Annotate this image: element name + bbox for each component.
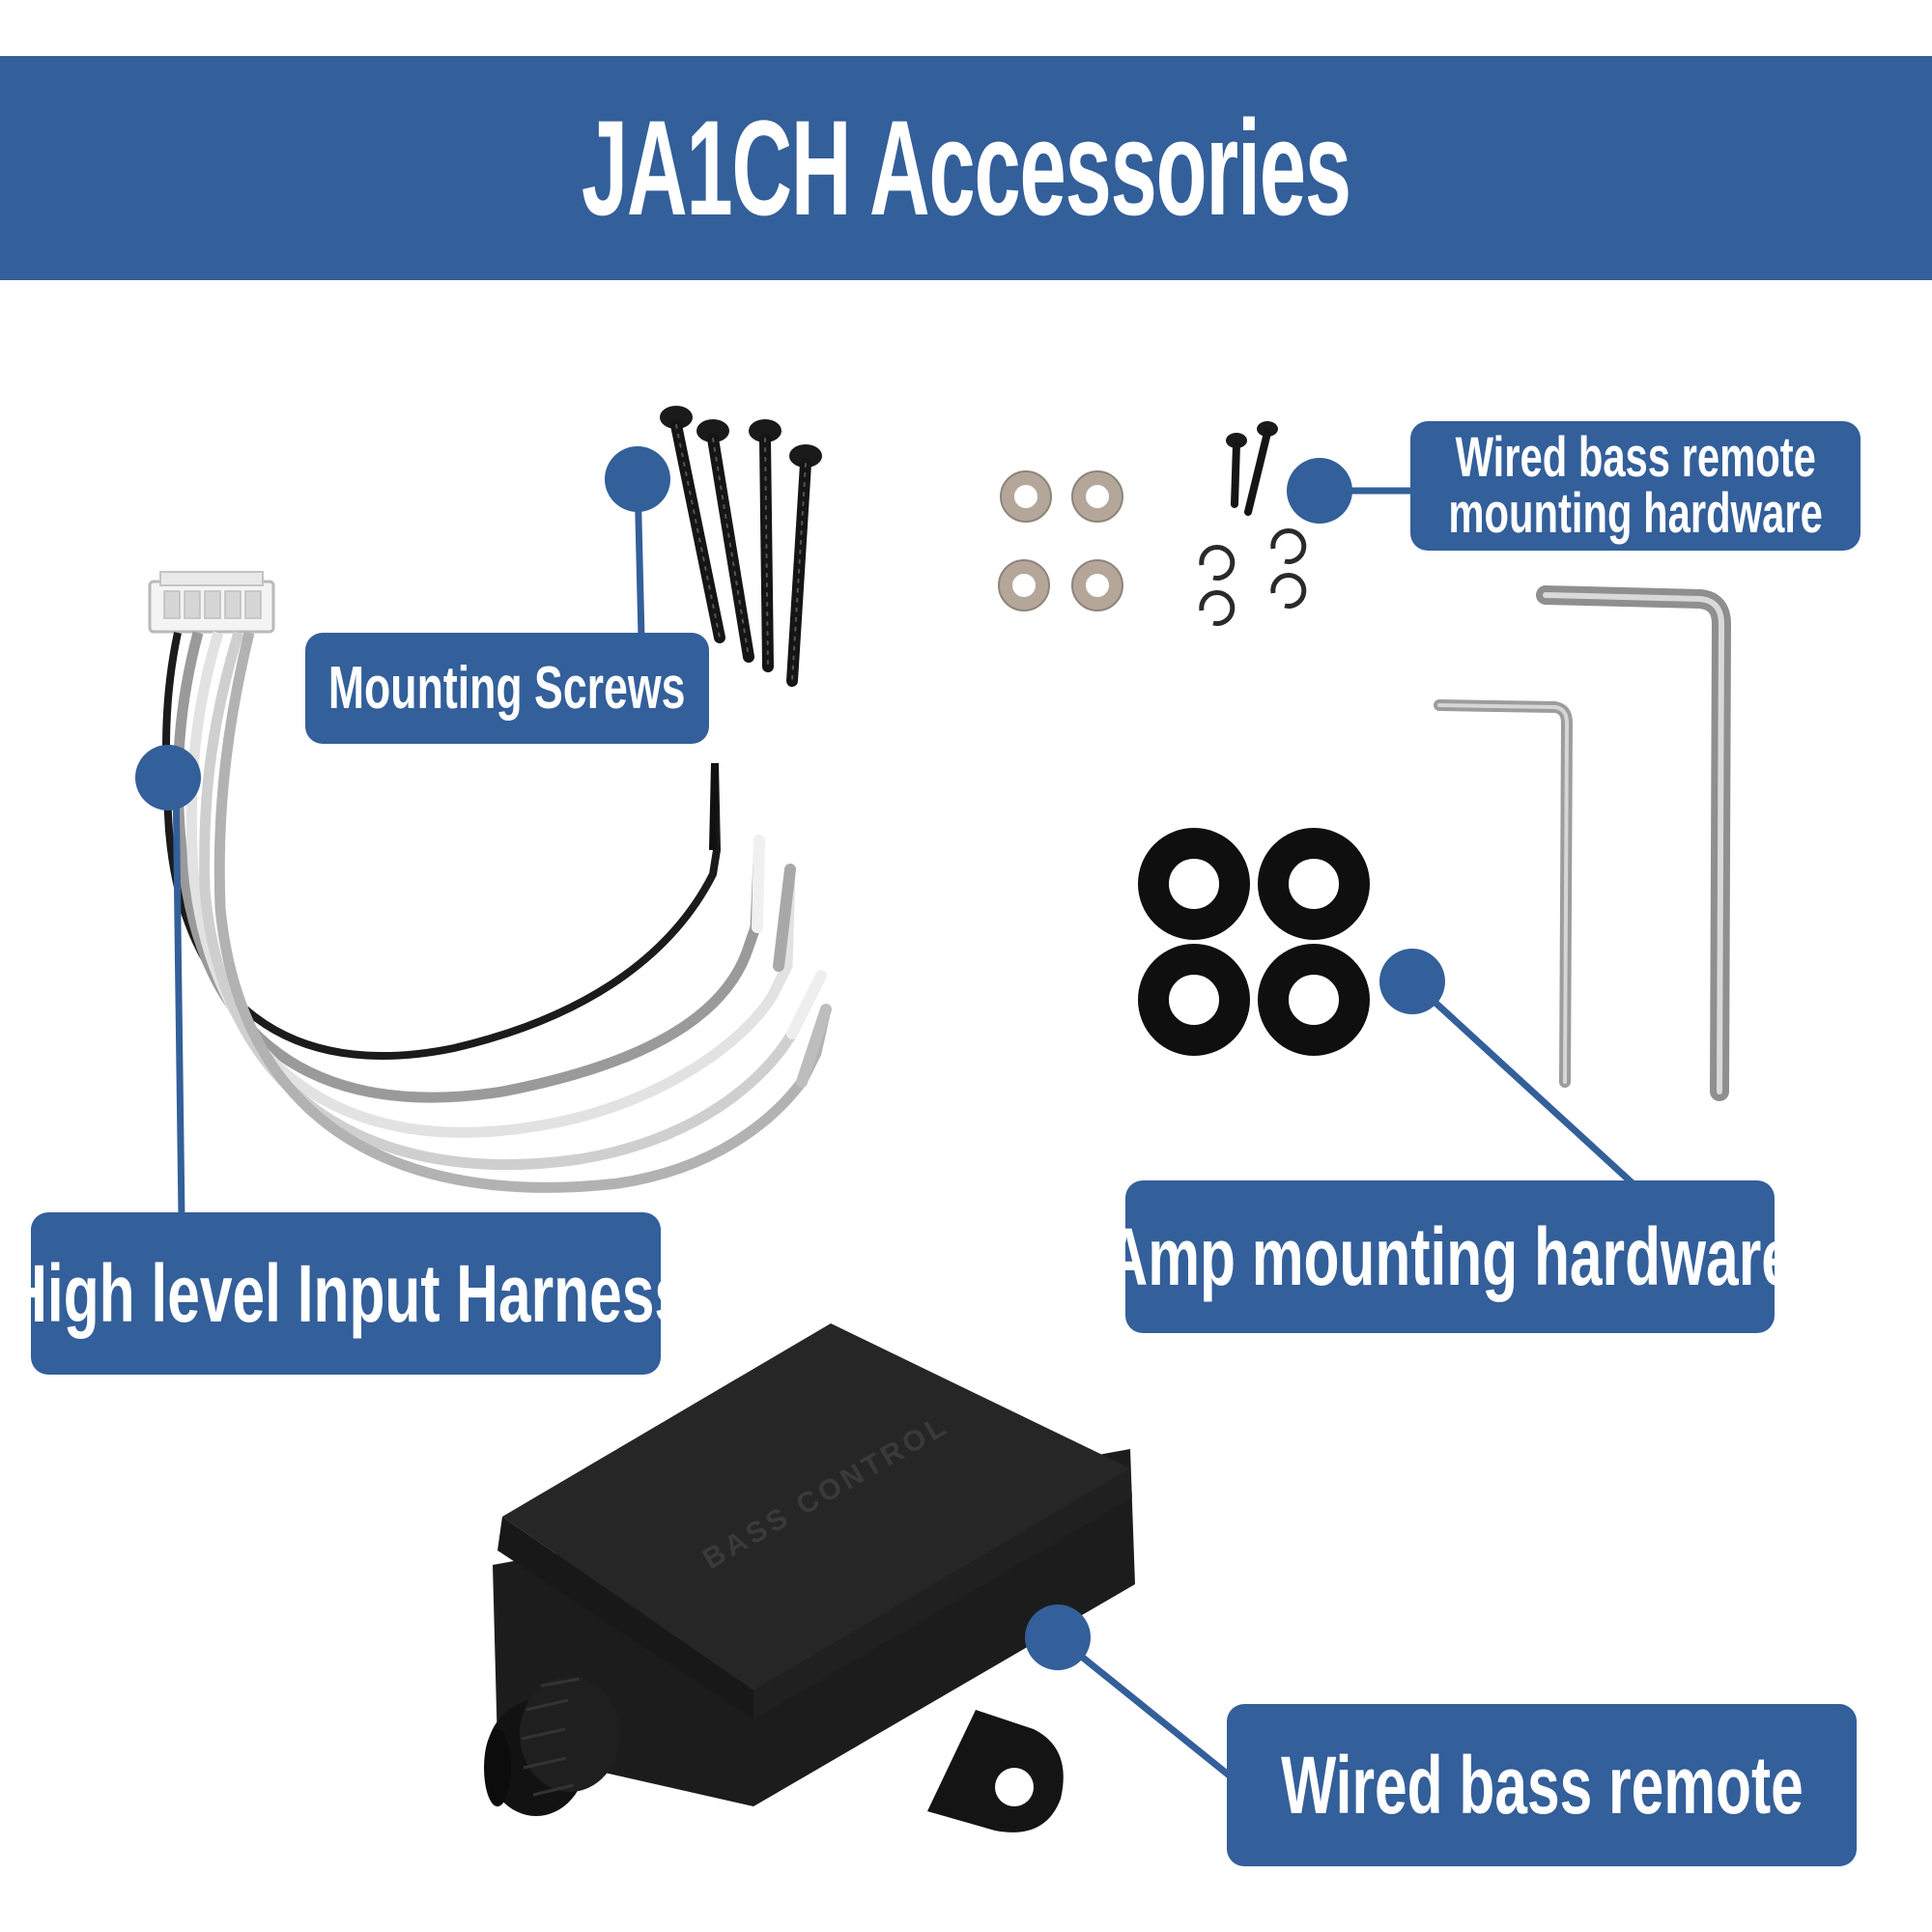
- wire-harness-image: [148, 571, 832, 1193]
- page-title: JA1CH Accessories: [582, 92, 1351, 243]
- hex-keys-image: [1434, 585, 1731, 1101]
- title-banner: JA1CH Accessories: [0, 56, 1932, 280]
- amp-hardware-marker: [1379, 949, 1445, 1014]
- callout-leaders: [135, 446, 1635, 1780]
- harness-marker: [135, 745, 201, 810]
- mounting-screws-image: [660, 406, 822, 687]
- harness-label: High level Input Harness: [31, 1212, 661, 1375]
- remote-hardware-image: [998, 421, 1307, 626]
- remote-hardware-marker: [1287, 458, 1352, 524]
- bass-remote-marker: [1025, 1605, 1091, 1670]
- bass-remote-image: BASS CONTROL: [484, 1323, 1135, 1833]
- amp-washers-image: [1138, 828, 1370, 1056]
- mounting-screws-marker: [605, 446, 670, 512]
- mounting-screws-label: Mounting Screws: [305, 633, 709, 744]
- amp-hardware-label: Amp mounting hardware: [1125, 1180, 1775, 1333]
- remote-hardware-label: Wired bass remote mounting hardware: [1410, 421, 1861, 551]
- bass-remote-label: Wired bass remote: [1227, 1704, 1857, 1866]
